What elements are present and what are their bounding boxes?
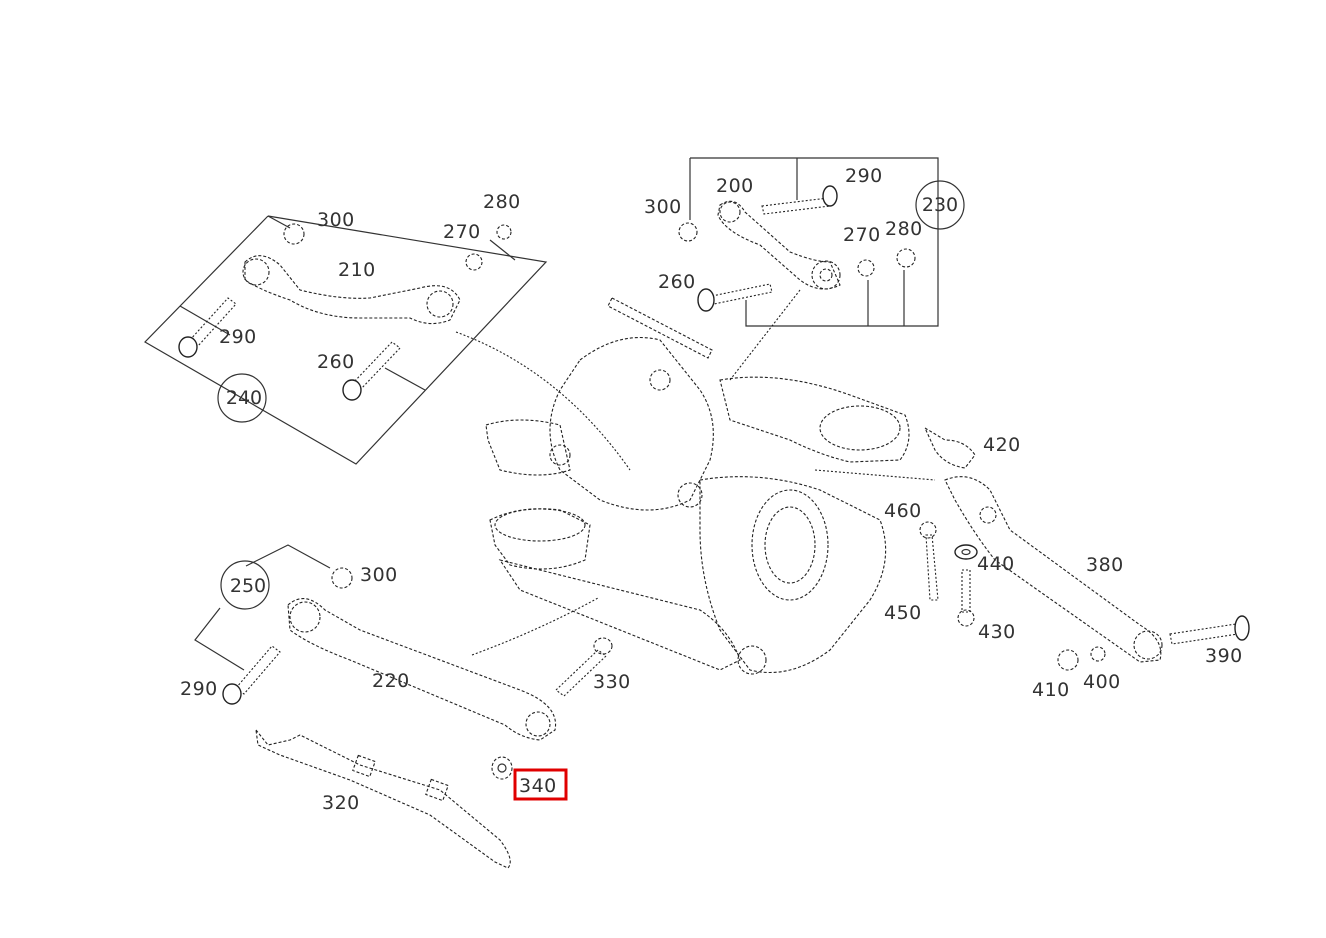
bolt-450[interactable] xyxy=(919,521,939,601)
part-label-300-lower[interactable]: 300 xyxy=(360,564,398,586)
group-circle-230[interactable]: 230 xyxy=(915,180,965,230)
group-240-frame xyxy=(144,215,548,465)
washer-440[interactable] xyxy=(954,544,978,560)
nut-300-lower[interactable] xyxy=(331,567,353,589)
part-label-400[interactable]: 400 xyxy=(1083,671,1121,693)
part-label-210[interactable]: 210 xyxy=(338,259,376,281)
nut-300-top[interactable] xyxy=(678,222,698,242)
bolt-290-left[interactable] xyxy=(178,297,237,358)
part-label-270-top[interactable]: 270 xyxy=(843,224,881,246)
group-circle-250[interactable]: 250 xyxy=(220,560,270,610)
nut-400[interactable] xyxy=(1090,646,1106,662)
control-arm-380[interactable] xyxy=(944,476,1163,663)
bolt-430[interactable] xyxy=(957,569,975,627)
control-arm-220[interactable] xyxy=(287,598,557,741)
nut-270-top[interactable] xyxy=(857,259,875,277)
wheel-carrier-assembly xyxy=(485,297,910,675)
nut-280-top[interactable] xyxy=(896,248,916,268)
bracket-420[interactable] xyxy=(923,426,976,469)
highlight-box-340 xyxy=(513,768,568,801)
bolt-290-lower[interactable] xyxy=(222,645,281,705)
part-label-380[interactable]: 380 xyxy=(1086,554,1124,576)
bolt-330[interactable] xyxy=(555,637,613,697)
part-label-330[interactable]: 330 xyxy=(593,671,631,693)
control-arm-200[interactable] xyxy=(717,200,841,290)
part-label-220[interactable]: 220 xyxy=(372,670,410,692)
part-label-260-top[interactable]: 260 xyxy=(658,271,696,293)
part-label-280-left[interactable]: 280 xyxy=(483,191,521,213)
nut-340[interactable] xyxy=(491,756,513,780)
part-label-270-left[interactable]: 270 xyxy=(443,221,481,243)
nut-280-left[interactable] xyxy=(496,224,512,240)
group-label-250: 250 xyxy=(230,575,266,597)
nut-270-left[interactable] xyxy=(465,253,483,271)
part-label-450[interactable]: 450 xyxy=(884,602,922,624)
part-label-200[interactable]: 200 xyxy=(716,175,754,197)
part-label-320[interactable]: 320 xyxy=(322,792,360,814)
part-label-300-top[interactable]: 300 xyxy=(644,196,682,218)
part-label-300-left[interactable]: 300 xyxy=(317,209,355,231)
group-circle-240[interactable]: 240 xyxy=(217,373,267,423)
part-label-440[interactable]: 440 xyxy=(977,553,1015,575)
leader-lines xyxy=(455,289,936,656)
bolt-260-top[interactable] xyxy=(697,283,773,312)
group-label-230: 230 xyxy=(922,194,958,216)
bolt-290-top[interactable] xyxy=(761,185,838,215)
part-label-390[interactable]: 390 xyxy=(1205,645,1243,667)
nut-300-left[interactable] xyxy=(283,223,305,245)
control-arm-210[interactable] xyxy=(242,255,461,325)
part-label-260-left[interactable]: 260 xyxy=(317,351,355,373)
part-label-430[interactable]: 430 xyxy=(978,621,1016,643)
part-label-460[interactable]: 460 xyxy=(884,500,922,522)
part-label-410[interactable]: 410 xyxy=(1032,679,1070,701)
group-250-frame xyxy=(194,544,331,671)
group-230-frame xyxy=(689,157,939,327)
bolt-390[interactable] xyxy=(1169,615,1250,645)
group-label-240: 240 xyxy=(226,387,262,409)
part-label-280-top[interactable]: 280 xyxy=(885,218,923,240)
part-label-420[interactable]: 420 xyxy=(983,434,1021,456)
nut-410[interactable] xyxy=(1057,649,1079,671)
part-label-340[interactable]: 340 xyxy=(519,775,557,797)
part-label-290-lower[interactable]: 290 xyxy=(180,678,218,700)
part-label-290-left[interactable]: 290 xyxy=(219,326,257,348)
part-label-290-top[interactable]: 290 xyxy=(845,165,883,187)
cover-320[interactable] xyxy=(255,728,511,869)
bolt-260-left[interactable] xyxy=(342,341,401,401)
